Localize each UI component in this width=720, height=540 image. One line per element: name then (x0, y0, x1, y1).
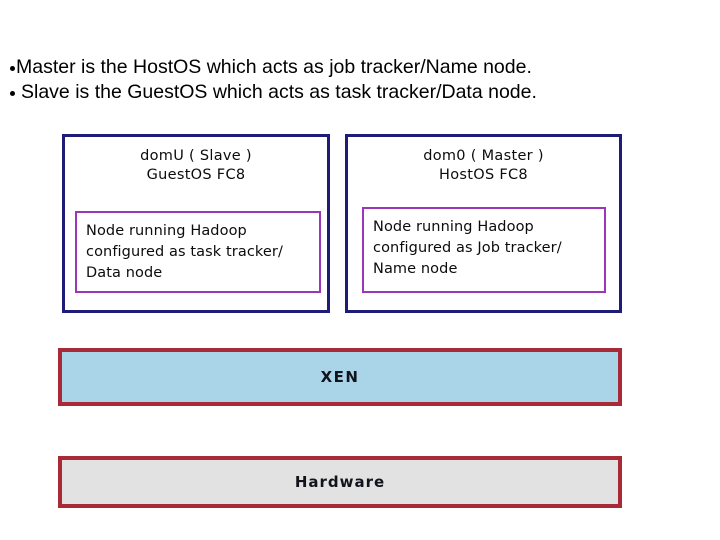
bullet-text-slave: Slave is the GuestOS which acts as task … (21, 81, 537, 103)
layer-bar-xen: XEN (58, 348, 622, 406)
node-box-slave: Node running Hadoop configured as task t… (75, 211, 321, 293)
vm-title-line2-master: HostOS FC8 (439, 167, 528, 183)
bullet-item-master: Master is the HostOS which acts as job t… (10, 55, 710, 80)
vm-title-slave: domU ( Slave ) GuestOS FC8 (65, 147, 327, 185)
layer-label-xen: XEN (320, 368, 360, 386)
bullet-list: Master is the HostOS which acts as job t… (10, 55, 710, 105)
bullet-dot-icon (10, 66, 15, 71)
node-text-master: Node running Hadoop configured as Job tr… (373, 219, 562, 277)
bullet-dot-icon (10, 91, 15, 96)
vm-title-line1-slave: domU ( Slave ) (140, 148, 252, 164)
vm-box-slave: domU ( Slave ) GuestOS FC8 Node running … (62, 134, 330, 313)
vm-title-line2-slave: GuestOS FC8 (146, 167, 246, 183)
vm-title-master: dom0 ( Master ) HostOS FC8 (348, 147, 619, 185)
node-text-slave: Node running Hadoop configured as task t… (86, 223, 283, 281)
layer-label-hardware: Hardware (294, 473, 386, 491)
vm-title-line1-master: dom0 ( Master ) (423, 148, 544, 164)
vm-box-master: dom0 ( Master ) HostOS FC8 Node running … (345, 134, 622, 313)
bullet-item-slave: Slave is the GuestOS which acts as task … (10, 80, 710, 105)
bullet-text-master: Master is the HostOS which acts as job t… (16, 56, 532, 78)
layer-bar-hardware: Hardware (58, 456, 622, 508)
node-box-master: Node running Hadoop configured as Job tr… (362, 207, 606, 293)
